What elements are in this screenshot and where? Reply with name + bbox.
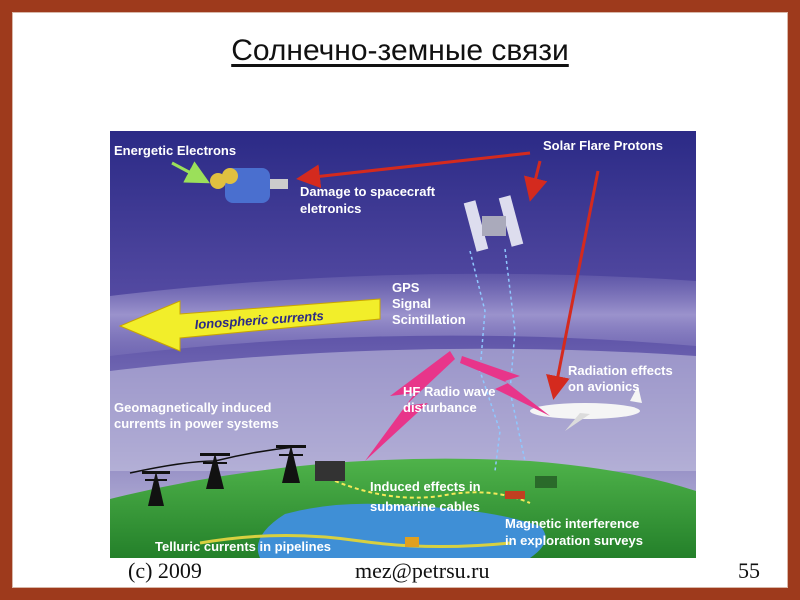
label-solar-flare-protons: Solar Flare Protons <box>543 138 663 153</box>
ionosphere-band <box>110 273 696 356</box>
footer-copyright: (c) 2009 <box>128 558 202 583</box>
power-tower-1 <box>142 471 170 506</box>
label-induced-line-2: submarine cables <box>370 499 480 514</box>
label-magnetic-line-2: in exploration surveys <box>505 533 643 548</box>
airplane-icon <box>530 386 642 431</box>
arrow-to-satellite <box>296 151 531 189</box>
label-damage-line-1: Damage to spacecraft <box>300 184 436 199</box>
label-radiation-line-1: Radiation effects <box>568 363 673 378</box>
tractor-icon <box>535 476 557 488</box>
space-weather-figure: Energetic Electrons Solar Flare Protons … <box>110 131 696 558</box>
gps-satellite-icon <box>463 195 524 252</box>
label-induced-line-1: Induced effects in <box>370 479 481 494</box>
slide-inner-border <box>12 12 788 588</box>
footer-email: mez@petrsu.ru <box>355 558 490 583</box>
pipeline-line <box>199 533 511 549</box>
label-damage-line-2: eletronics <box>300 201 361 216</box>
label-energetic-electrons: Energetic Electrons <box>114 143 236 158</box>
label-hf-line-2: disturbance <box>403 400 477 415</box>
slide-title: Солнечно-земные связи <box>231 34 569 67</box>
label-gps-line-1: GPS <box>392 280 420 295</box>
submarine-cable <box>334 480 531 504</box>
oil-rig-icon <box>405 537 419 547</box>
ionospheric-currents-arrow <box>118 298 381 352</box>
lightning-bolt-right <box>460 356 550 416</box>
label-telluric-currents: Telluric currents in pipelines <box>155 539 331 554</box>
power-tower-3 <box>276 445 306 483</box>
space-weather-illustration: Energetic Electrons Solar Flare Protons … <box>110 131 696 558</box>
power-tower-2 <box>200 453 230 489</box>
label-gps-line-2: Signal <box>392 296 431 311</box>
arrow-to-gps <box>523 160 548 202</box>
label-magnetic-line-1: Magnetic interference <box>505 516 639 531</box>
footer-page-number: 55 <box>738 558 760 583</box>
arrow-to-airplane <box>546 170 600 400</box>
arrow-energetic-electrons <box>171 161 210 184</box>
satellite-icon <box>210 168 288 203</box>
lightning-bolt-left <box>365 351 455 461</box>
power-station <box>315 461 345 481</box>
label-gps-line-3: Scintillation <box>392 312 466 327</box>
label-geomag-line-1: Geomagnetically induced <box>114 400 272 415</box>
survey-vehicle-icon <box>505 491 525 499</box>
label-hf-line-1: HF Radio wave <box>403 384 495 399</box>
label-geomag-line-2: currents in power systems <box>114 416 279 431</box>
label-radiation-line-2: on avionics <box>568 379 640 394</box>
